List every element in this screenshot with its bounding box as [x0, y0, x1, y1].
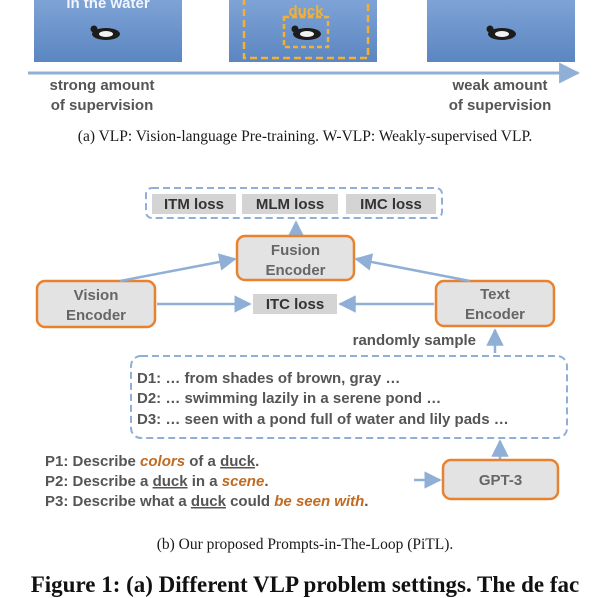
duck-icon: [291, 25, 321, 40]
gpt3-box: [441, 458, 560, 501]
photo-left-text: in the water: [66, 0, 150, 12]
itm-loss-label: ITM loss: [164, 196, 224, 213]
descriptions-box: [130, 355, 568, 439]
photo-mid-text: duck: [288, 3, 324, 20]
randomly-sample-label: randomly sample: [353, 332, 476, 349]
weak-label-line1: weak amount: [451, 77, 547, 94]
prompt-p2-object: duck: [153, 473, 189, 490]
prompt-p2-emph: scene: [222, 473, 265, 490]
bbox-inner: [282, 15, 330, 49]
description-d2: D2: … swimming lazily in a serene pond …: [137, 390, 441, 407]
caption-panel-a: (a) VLP: Vision-language Pre-training. W…: [77, 128, 533, 145]
arrow-vision-to-fusion: [119, 253, 237, 283]
caption-panel-b: (b) Our proposed Prompts-in-The-Loop (Pi…: [156, 536, 454, 553]
itm-loss-box: [152, 194, 236, 214]
imc-loss-label: IMC loss: [360, 196, 422, 213]
weak-label-line2: of supervision: [449, 97, 552, 114]
mlm-loss-box: [242, 194, 338, 214]
prompt-p2: P2: Describe a duck in a scene.: [45, 473, 268, 490]
mlm-loss-label: MLM loss: [256, 196, 324, 213]
prompt-p1-object: duck: [220, 453, 256, 470]
itc-loss-label: ITC loss: [266, 296, 324, 313]
prompt-p1: P1: Describe colors of a duck.: [45, 453, 259, 470]
loss-group: [145, 187, 443, 219]
fusion-encoder-line1: Fusion: [271, 242, 320, 259]
duck-icon: [90, 25, 120, 40]
photo-right: [427, 0, 575, 62]
text-encoder-line1: Text: [480, 286, 510, 303]
strong-label-line2: of supervision: [51, 97, 154, 114]
vision-encoder-line1: Vision: [74, 287, 119, 304]
imc-loss-box: [346, 194, 436, 214]
bbox-outer: [242, 0, 370, 60]
prompt-p3-emph: be seen with: [274, 493, 364, 510]
text-encoder-line2: Encoder: [465, 306, 525, 323]
vision-encoder-line2: Encoder: [66, 307, 126, 324]
prompt-p1-emph: colors: [140, 453, 185, 470]
itc-loss-box: [253, 294, 337, 314]
gpt3-label: GPT-3: [479, 472, 522, 489]
text-encoder-box: [434, 279, 556, 328]
figure-label: Figure 1: (a) Different VLP problem sett…: [30, 572, 580, 597]
description-d3: D3: … seen with a pond full of water and…: [137, 411, 509, 428]
photo-left: in the water: [34, 0, 182, 62]
vision-encoder-box: [35, 279, 157, 329]
fusion-encoder-box: [235, 234, 356, 282]
description-d1: D1: … from shades of brown, gray …: [137, 370, 400, 387]
prompt-p3-object: duck: [191, 493, 227, 510]
duck-icon: [486, 25, 516, 40]
prompt-p3: P3: Describe what a duck could be seen w…: [45, 493, 368, 510]
photo-mid: duck: [229, 0, 377, 62]
strong-label-line1: strong amount: [50, 77, 155, 94]
fusion-encoder-line2: Encoder: [265, 262, 325, 279]
arrow-text-to-fusion: [354, 253, 471, 283]
